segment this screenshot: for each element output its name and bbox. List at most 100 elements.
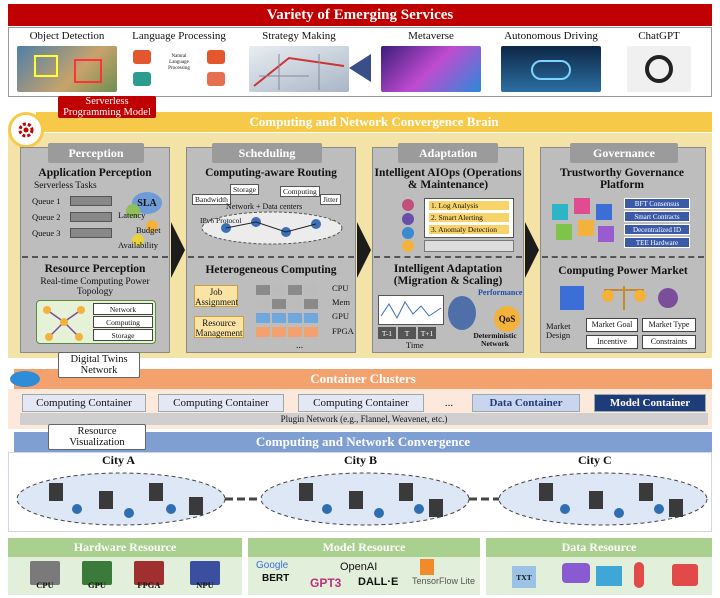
data-container: Data Container — [472, 394, 580, 412]
serverless-tasks-label: Serverless Tasks — [34, 181, 97, 191]
container-label: Model Container — [609, 397, 691, 409]
routing-computing: Computing — [280, 186, 320, 197]
time-box-label: T-1 — [381, 328, 393, 338]
adaptation-title: Intelligent Adaptation (Migration & Scal… — [393, 263, 503, 287]
hardware-title: Hardware Resource — [73, 540, 177, 554]
digital-twins-text: Digital Twins Network — [70, 354, 128, 376]
governance-head-label: Governance — [593, 145, 655, 160]
time-box: T-1 — [378, 327, 396, 339]
service-metaverse: Metaverse — [377, 30, 485, 96]
txt-file-icon: TXT — [512, 566, 536, 588]
topology-computing: Computing — [93, 316, 153, 328]
gov-did: Decentralized ID — [624, 224, 690, 235]
aiops-bar-chart — [424, 240, 514, 252]
platform-title: Trustworthy Governance Platform — [559, 167, 685, 191]
convergence-bar: Computing and Network Convergence — [14, 432, 712, 452]
routing-network-datacenters: Network + Data centers — [226, 202, 303, 211]
governance-divider — [542, 256, 704, 258]
cpu-label: CPU — [36, 580, 54, 590]
time-box-label: T+1 — [420, 328, 434, 338]
model-container: Model Container — [594, 394, 706, 412]
gov-tee: TEE Hardware — [624, 237, 690, 248]
market-type: Market Type — [642, 318, 696, 332]
hw-gpu: GPU — [332, 311, 350, 321]
metric-latency: Latency — [118, 210, 146, 220]
market-incentive: Incentive — [586, 335, 638, 349]
aiops-log-analysis: 1. Log Analysis — [429, 201, 509, 210]
adaptation-head-label: Adaptation — [418, 145, 477, 160]
aiops-list: 1. Log Analysis 2. Smart Alerting 3. Ano… — [424, 198, 514, 238]
model-resource-head: Model Resource — [248, 538, 480, 557]
gpt3-logo: GPT3 — [310, 576, 342, 590]
city-b-label: City B — [344, 453, 377, 467]
brain-icon — [448, 296, 476, 330]
routing-network-diagram: Storage Computing Bandwidth Network + Da… — [192, 182, 346, 250]
gpu-icon — [82, 561, 112, 585]
chatgpt-logo — [627, 46, 691, 92]
npu-icon — [190, 561, 220, 585]
hw-grid — [256, 283, 326, 341]
market-design-label: Market Design — [546, 321, 571, 340]
service-label: Metaverse — [408, 30, 454, 42]
app-perception-title: Application Perception — [38, 167, 152, 179]
model-resource-body — [248, 557, 480, 595]
scheduling-divider — [188, 256, 354, 258]
city-c-label: City C — [578, 453, 612, 467]
availability-dot — [132, 234, 144, 246]
google-logo: Google — [256, 560, 289, 571]
gov-bft: BFT Consensus — [624, 198, 690, 209]
topology-panel: Network Computing Storage — [36, 300, 156, 344]
scheduling-head: Scheduling — [212, 143, 322, 163]
budget-dot — [146, 220, 158, 232]
image-icon — [596, 566, 622, 586]
service-label: Autonomous Driving — [504, 30, 598, 42]
queue-label: Queue 1 — [32, 196, 61, 206]
service-label: ChatGPT — [638, 30, 680, 42]
market-illustration — [556, 280, 696, 316]
docker-icon — [10, 371, 40, 387]
object-detection-image — [17, 46, 117, 92]
computing-container: Computing Container — [158, 394, 284, 412]
bert-logo: BERT — [262, 573, 290, 584]
resource-visualization-text: Resource Visualization — [69, 426, 125, 448]
aiops-icons — [396, 198, 420, 252]
queue-bar — [70, 212, 112, 222]
service-label: Language Processing — [132, 30, 226, 42]
container-label: Computing Container — [173, 397, 269, 409]
services-title: Variety of Emerging Services — [266, 6, 454, 23]
resource-perception-subtitle: Real-time Computing Power Topology — [40, 277, 150, 297]
topology-graph-icon — [43, 306, 85, 341]
metaverse-image — [381, 46, 481, 92]
service-strategy-making: Strategy Making — [245, 30, 353, 96]
routing-ellipsis: ... — [330, 214, 336, 223]
autonomous-driving-image — [501, 46, 601, 92]
hw-ellipsis: ... — [296, 341, 304, 351]
adaptation-head: Adaptation — [398, 143, 498, 163]
container-ellipsis: ... — [434, 394, 464, 412]
qos-badge: QoS — [494, 306, 520, 332]
thermometer-icon — [634, 562, 644, 588]
chevron-right-icon — [171, 222, 185, 278]
queue-label: Queue 3 — [32, 228, 61, 238]
container-label: Computing Container — [313, 397, 409, 409]
hetero-title: Heterogeneous Computing — [205, 264, 337, 276]
container-label: Data Container — [489, 397, 563, 409]
container-ellipsis-text: ... — [444, 397, 454, 409]
plugin-text: Plugin Network (e.g., Flannel, Weavenet,… — [280, 414, 448, 424]
arrow-left-icon — [349, 54, 371, 82]
tensorflow-lite-logo: TensorFlow Lite — [412, 576, 476, 586]
fpga-label: FPGA — [137, 580, 161, 590]
service-autonomous-driving: Autonomous Driving — [497, 30, 605, 96]
tensorflow-icon — [420, 559, 434, 575]
computing-container: Computing Container — [298, 394, 424, 412]
chevron-right-icon — [357, 222, 371, 278]
data-resource-head: Data Resource — [486, 538, 712, 557]
city-network-diagram — [16, 472, 708, 526]
topology-network: Network — [93, 303, 153, 315]
service-chatgpt: ChatGPT — [609, 30, 709, 96]
plugin-network: Plugin Network (e.g., Flannel, Weavenet,… — [20, 413, 708, 425]
resource-visualization-label: Resource Visualization — [48, 424, 146, 450]
queue-label: Queue 2 — [32, 212, 61, 222]
convergence-title: Computing and Network Convergence — [255, 434, 471, 449]
perception-divider — [22, 256, 168, 258]
